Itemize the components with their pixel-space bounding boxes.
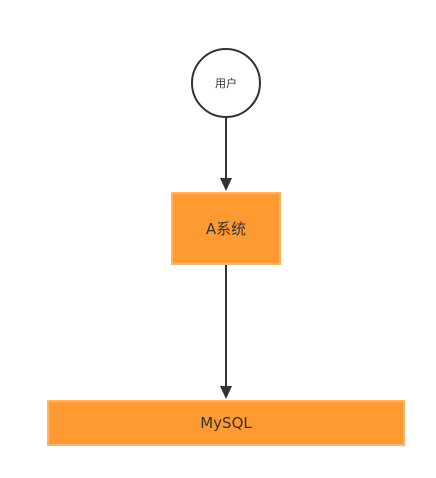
edge-user-to-a: [220, 118, 232, 191]
edge-a-to-mysql: [220, 265, 232, 399]
node-mysql: MySQL: [47, 400, 405, 446]
node-user: 用户: [191, 48, 261, 118]
node-user-label: 用户: [215, 77, 237, 90]
edge-user-to-a-arrowhead: [220, 178, 232, 191]
node-mysql-label: MySQL: [200, 414, 252, 432]
node-a-system: A系统: [171, 192, 281, 265]
node-a-system-label: A系统: [205, 220, 247, 238]
edge-a-to-mysql-arrowhead: [220, 386, 232, 399]
